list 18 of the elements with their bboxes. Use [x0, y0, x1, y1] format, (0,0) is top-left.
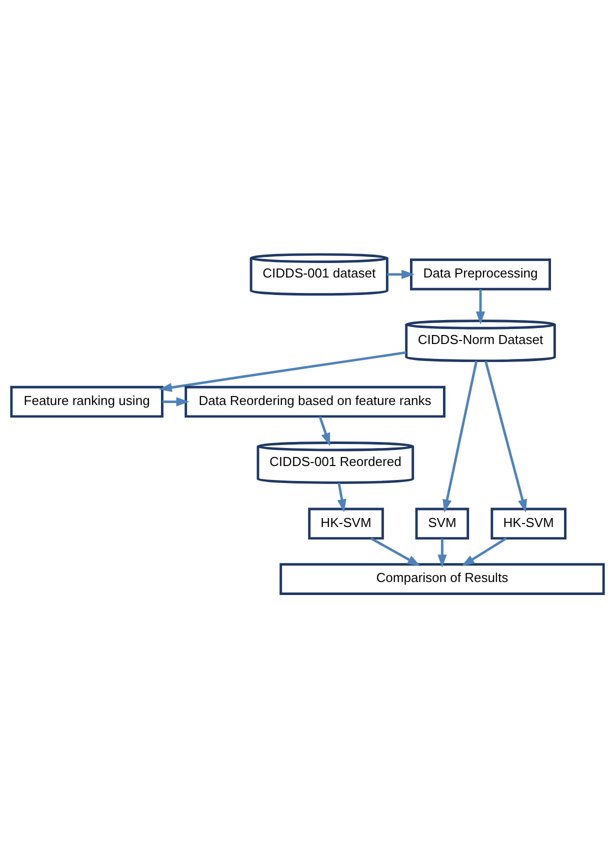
arrow — [318, 416, 330, 446]
node-box: Data Reordering based on feature ranks — [184, 386, 446, 418]
node-box: Feature ranking using — [10, 386, 164, 418]
node-box: HK-SVM — [308, 508, 384, 540]
arrow — [442, 360, 478, 513]
arrow — [476, 289, 486, 325]
node-box: Data Preprocessing — [410, 258, 551, 290]
node-box: HK-SVM — [490, 508, 566, 540]
arrow — [162, 397, 190, 406]
arrow — [387, 270, 415, 279]
arrow — [158, 351, 406, 392]
arrow — [370, 537, 421, 566]
node-box: Comparison of Results — [280, 563, 605, 595]
arrow — [484, 360, 527, 513]
arrow — [337, 482, 346, 512]
node-box: SVM — [415, 508, 470, 540]
arrow — [461, 537, 507, 566]
arrow — [438, 538, 447, 568]
